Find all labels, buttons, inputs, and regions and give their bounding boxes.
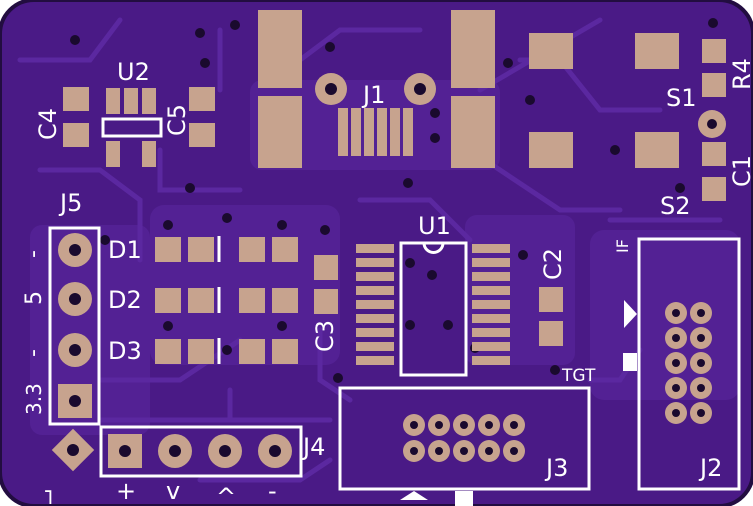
j1-mount-holes: [315, 73, 436, 105]
silkscreen-labels: U2 C4 C5 J1 S1 R4 C1 S2 J5 D1 D2 D3 U1 C…: [21, 58, 753, 506]
label-c4: C4: [34, 108, 62, 140]
label-c3: C3: [311, 320, 339, 352]
label-j5-pin2: 5: [22, 291, 47, 305]
label-c5: C5: [163, 104, 191, 136]
j3-key-marks: [400, 491, 473, 506]
label-if: IF: [613, 239, 632, 253]
c3-pads: [314, 255, 338, 314]
label-j5: J5: [58, 189, 82, 217]
j5-silkscreen: [48, 226, 101, 426]
label-r4: R4: [728, 58, 753, 90]
c4-pads: [63, 87, 89, 147]
c2-pads: [539, 287, 563, 346]
label-tgt: TGT: [561, 366, 596, 386]
label-s1: S1: [666, 84, 697, 112]
label-j4-arrow: ⌐: [36, 488, 61, 506]
r4-c1-pads: [702, 39, 726, 201]
label-j4-plus: +: [116, 477, 136, 505]
switch-pads: [529, 33, 679, 168]
label-d2: D2: [108, 286, 142, 314]
j2-key-marks: [623, 300, 637, 371]
j4-silkscreen: [99, 425, 303, 478]
label-u1: U1: [418, 212, 451, 240]
j4-pins: [108, 434, 292, 468]
vias: [70, 18, 718, 383]
j3-silkscreen: [338, 386, 591, 491]
label-j4-v: v: [166, 477, 180, 505]
led-pads: [155, 237, 298, 364]
u1-notch: [422, 242, 445, 254]
label-j1: J1: [361, 81, 385, 109]
label-c2: C2: [539, 248, 567, 280]
u2-silkscreen: [101, 117, 163, 138]
u1-pads: [356, 244, 510, 365]
j4-diamond-hole: [67, 444, 79, 456]
label-j5-pin1: -: [21, 250, 46, 258]
label-j4-minus: -: [268, 477, 277, 505]
label-j3: J3: [544, 454, 568, 482]
label-j4-caret: ^: [216, 483, 236, 506]
j5-pins: [58, 233, 92, 418]
label-j2: J2: [698, 454, 722, 482]
label-d3: D3: [108, 337, 142, 365]
label-c1: C1: [728, 155, 753, 187]
label-j5-pin3: -: [21, 349, 46, 357]
label-u2: U2: [117, 58, 150, 86]
c5-pads: [189, 87, 215, 147]
label-s2: S2: [660, 192, 691, 220]
label-d1: D1: [108, 236, 142, 264]
label-j4: J4: [301, 433, 325, 461]
u2-pads: [106, 88, 156, 167]
j2-silkscreen: [637, 237, 741, 491]
label-j5-pin4: 3.3: [22, 383, 46, 415]
j2-pins: [665, 302, 712, 424]
u1-silkscreen: [399, 241, 468, 377]
j1-pads: [258, 10, 495, 168]
j3-pins: [403, 414, 525, 462]
fiducial-hole: [707, 119, 717, 129]
